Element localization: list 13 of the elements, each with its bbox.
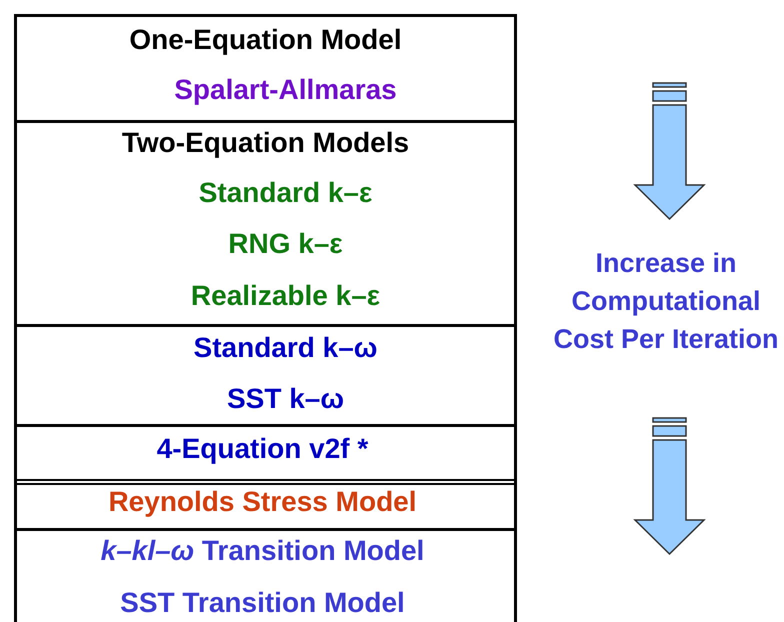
model-name: RNG k–ε — [228, 227, 343, 261]
model-name: Standard k–ω — [194, 331, 378, 365]
model-name: SST k–ω — [226, 382, 344, 416]
model-name: Realizable k–ε — [190, 279, 380, 313]
model-name: Reynolds Stress Model — [108, 485, 417, 519]
cost-note: Increase in Computational Cost Per Iteration — [552, 247, 780, 356]
model-name: Spalart-Allmaras — [174, 73, 397, 107]
model-name: Standard k–ε — [198, 176, 372, 210]
model-name: 4-Equation v2f * — [156, 432, 368, 466]
group-heading: One-Equation Model — [129, 23, 402, 57]
model-name: k–kl–ω Transition Model — [100, 534, 424, 568]
group-heading: Two-Equation Models — [122, 126, 410, 160]
model-name: SST Transition Model — [120, 586, 405, 620]
